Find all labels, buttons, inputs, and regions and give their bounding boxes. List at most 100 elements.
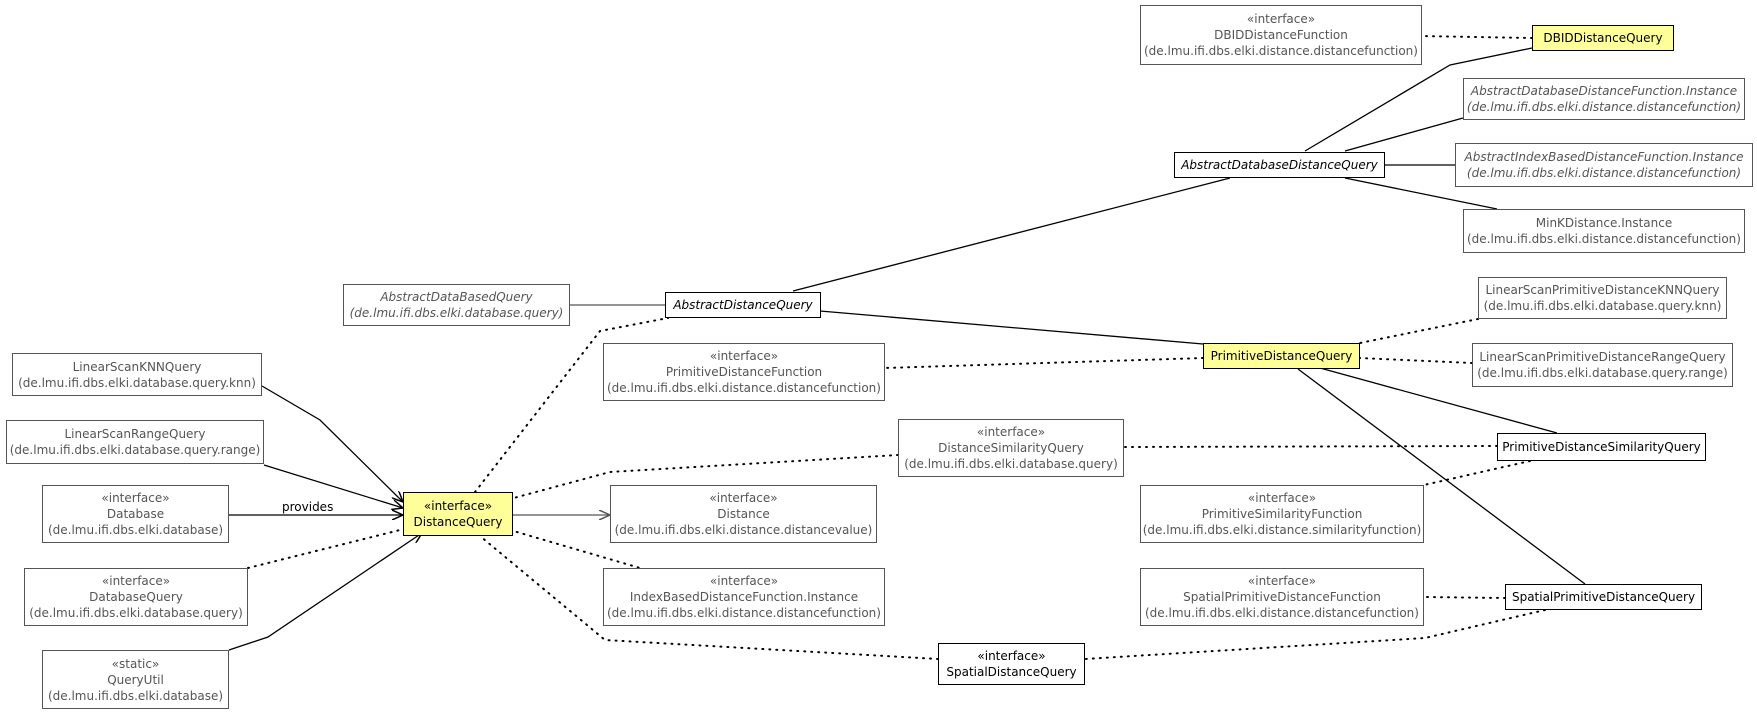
database-query-node[interactable]: «interface» DatabaseQuery (de.lmu.ifi.db… xyxy=(24,568,248,626)
class-name: SpatialPrimitiveDistanceQuery xyxy=(1511,590,1696,604)
abstract-db-df-instance-node[interactable]: AbstractDatabaseDistanceFunction.Instanc… xyxy=(1463,78,1745,120)
edge-dbquery-to-distancequery xyxy=(247,529,401,569)
package-name: (de.lmu.ifi.dbs.elki.distance.similarity… xyxy=(1142,523,1422,537)
stereotype: «interface» xyxy=(1247,491,1317,505)
edge-primsimquery-to-primquery xyxy=(1319,367,1558,434)
spatial-primitive-distance-function-node[interactable]: «interface» SpatialPrimitiveDistanceFunc… xyxy=(1140,568,1424,626)
stereotype: «interface» xyxy=(976,425,1046,439)
edge-lsrange-to-distancequery xyxy=(263,464,403,508)
class-name: PrimitiveDistanceFunction xyxy=(665,365,823,379)
stereotype: «interface» xyxy=(709,491,778,505)
database-node[interactable]: «interface» Database (de.lmu.ifi.dbs.elk… xyxy=(42,485,229,543)
class-name: QueryUtil xyxy=(107,672,164,687)
abstract-database-distance-query-node[interactable]: AbstractDatabaseDistanceQuery xyxy=(1174,152,1385,178)
package-name: (de.lmu.ifi.dbs.elki.database.query) xyxy=(349,306,564,320)
package-name: (de.lmu.ifi.dbs.elki.database) xyxy=(47,523,224,537)
class-name: AbstractIndexBasedDistanceFunction.Insta… xyxy=(1464,150,1744,164)
edge-dbidquery-to-dbidfunction xyxy=(1421,35,1533,39)
class-name: SpatialPrimitiveDistanceFunction xyxy=(1183,590,1381,604)
package-name: (de.lmu.ifi.dbs.elki.distance.distanceva… xyxy=(614,523,873,537)
edge-lsprimknn-to-primquery xyxy=(1359,318,1479,344)
stereotype: «interface» xyxy=(977,649,1046,663)
package-name: (de.lmu.ifi.dbs.elki.distance.distancefu… xyxy=(1466,166,1742,180)
primitive-distance-query-node[interactable]: PrimitiveDistanceQuery xyxy=(1203,343,1360,369)
stereotype: «static» xyxy=(111,656,160,671)
dbid-distance-function-node[interactable]: «interface» DBIDDistanceFunction (de.lmu… xyxy=(1140,5,1422,65)
class-name: PrimitiveDistanceQuery xyxy=(1210,349,1353,363)
class-name: AbstractDatabaseDistanceFunction.Instanc… xyxy=(1470,84,1738,98)
edge-spatialprimquery-to-primquery xyxy=(1297,368,1586,585)
package-name: (de.lmu.ifi.dbs.elki.database.query.rang… xyxy=(1477,366,1728,380)
query-util-node[interactable]: «static» QueryUtil (de.lmu.ifi.dbs.elki.… xyxy=(42,650,229,709)
index-based-df-instance-node[interactable]: «interface» IndexBasedDistanceFunction.I… xyxy=(603,568,885,626)
package-name: (de.lmu.ifi.dbs.elki.database.query.rang… xyxy=(9,443,261,457)
dbid-distance-query-node[interactable]: DBIDDistanceQuery xyxy=(1532,25,1674,51)
primitive-distance-function-node[interactable]: «interface» PrimitiveDistanceFunction (d… xyxy=(603,343,885,401)
edge-distancequery-to-idxdfinstance xyxy=(509,529,641,569)
class-name: LinearScanKNNQuery xyxy=(72,359,202,374)
distance-query-node[interactable]: «interface» DistanceQuery xyxy=(403,492,513,536)
edge-primquery-to-abstractdistquery xyxy=(819,310,1204,345)
class-name: PrimitiveSimilarityFunction xyxy=(1201,507,1363,521)
primitive-similarity-function-node[interactable]: «interface» PrimitiveSimilarityFunction … xyxy=(1140,485,1424,543)
package-name: (de.lmu.ifi.dbs.elki.distance.distancefu… xyxy=(1144,44,1418,58)
class-name: Distance xyxy=(717,507,770,521)
class-name: DBIDDistanceQuery xyxy=(1543,31,1663,45)
distance-similarity-query-node[interactable]: «interface» DistanceSimilarityQuery (de.… xyxy=(898,419,1124,477)
class-name: AbstractDatabaseDistanceQuery xyxy=(1181,158,1378,172)
edge-distsimquery-to-distancequery xyxy=(509,454,899,500)
class-name: AbstractDistanceQuery xyxy=(673,298,813,312)
stereotype: «interface» xyxy=(709,574,779,588)
class-name: SpatialDistanceQuery xyxy=(946,665,1077,679)
edge-lsprimrange-to-primquery xyxy=(1359,357,1473,364)
stereotype: «interface» xyxy=(1247,574,1317,588)
class-name: AbstractDataBasedQuery xyxy=(380,290,533,304)
class-name: LinearScanPrimitiveDistanceRangeQuery xyxy=(1479,350,1726,364)
stereotype: «interface» xyxy=(423,499,493,513)
ls-primitive-range-query-node[interactable]: LinearScanPrimitiveDistanceRangeQuery (d… xyxy=(1472,343,1733,387)
primitive-distance-similarity-query-node[interactable]: PrimitiveDistanceSimilarityQuery xyxy=(1497,433,1706,461)
package-name: (de.lmu.ifi.dbs.elki.distance.distancefu… xyxy=(1467,232,1741,246)
stereotype: «interface» xyxy=(709,349,779,363)
ls-primitive-knn-query-node[interactable]: LinearScanPrimitiveDistanceKNNQuery (de.… xyxy=(1478,277,1727,319)
class-name: DistanceQuery xyxy=(413,515,503,529)
package-name: (de.lmu.ifi.dbs.elki.database.query) xyxy=(29,606,243,620)
edge-distancequery-to-abstractdistquery xyxy=(474,317,669,493)
edge-primquery-to-primfunction xyxy=(884,357,1204,369)
edge-dbidquery-to-abstractdbquery xyxy=(1304,47,1533,152)
mink-distance-instance-node[interactable]: MinKDistance.Instance (de.lmu.ifi.dbs.el… xyxy=(1463,209,1745,253)
stereotype: «interface» xyxy=(101,574,171,588)
package-name: (de.lmu.ifi.dbs.elki.database.query) xyxy=(904,457,1118,471)
package-name: (de.lmu.ifi.dbs.elki.distance.distancefu… xyxy=(1145,606,1419,620)
class-name: DatabaseQuery xyxy=(89,590,183,604)
class-name: Database xyxy=(106,507,165,521)
edge-mink-to-abstractdbquery xyxy=(1344,177,1498,210)
class-name: DBIDDistanceFunction xyxy=(1214,28,1348,42)
edge-queryutil-to-distancequery xyxy=(228,533,422,651)
spatial-primitive-distance-query-node[interactable]: SpatialPrimitiveDistanceQuery xyxy=(1505,584,1702,610)
class-name: LinearScanPrimitiveDistanceKNNQuery xyxy=(1485,283,1720,297)
class-name: MinKDistance.Instance xyxy=(1535,216,1673,230)
edge-spatialdistquery-to-distancequery xyxy=(479,535,939,660)
package-name: (de.lmu.ifi.dbs.elki.distance.distancefu… xyxy=(607,381,881,395)
edge-abstractdbquery-to-abstractdistquery xyxy=(792,177,1231,292)
edge-primsimquery-to-primsimfunction xyxy=(1423,460,1531,486)
abstract-data-based-query-node[interactable]: AbstractDataBasedQuery (de.lmu.ifi.dbs.e… xyxy=(343,284,570,326)
ls-knn-query-node[interactable]: LinearScanKNNQuery (de.lmu.ifi.dbs.elki.… xyxy=(12,353,262,396)
stereotype: «interface» xyxy=(101,491,170,505)
stereotype: «interface» xyxy=(1246,12,1316,26)
edge-lsknn-to-distancequery xyxy=(261,385,403,502)
edge-spatialprimquery-to-spatialdistquery xyxy=(1084,609,1546,660)
package-name: (de.lmu.ifi.dbs.elki.database.query.knn) xyxy=(18,375,256,390)
spatial-distance-query-node[interactable]: «interface» SpatialDistanceQuery xyxy=(938,643,1085,685)
distance-node[interactable]: «interface» Distance (de.lmu.ifi.dbs.elk… xyxy=(610,485,877,543)
class-name: DistanceSimilarityQuery xyxy=(938,441,1084,455)
class-name: PrimitiveDistanceSimilarityQuery xyxy=(1502,440,1701,454)
class-name: LinearScanRangeQuery xyxy=(64,427,206,441)
ls-range-query-node[interactable]: LinearScanRangeQuery (de.lmu.ifi.dbs.elk… xyxy=(6,420,264,464)
package-name: (de.lmu.ifi.dbs.elki.database.query.knn) xyxy=(1483,299,1722,313)
package-name: (de.lmu.ifi.dbs.elki.distance.distancefu… xyxy=(1466,100,1742,114)
abstract-index-df-instance-node[interactable]: AbstractIndexBasedDistanceFunction.Insta… xyxy=(1455,143,1753,187)
abstract-distance-query-node[interactable]: AbstractDistanceQuery xyxy=(665,292,821,318)
